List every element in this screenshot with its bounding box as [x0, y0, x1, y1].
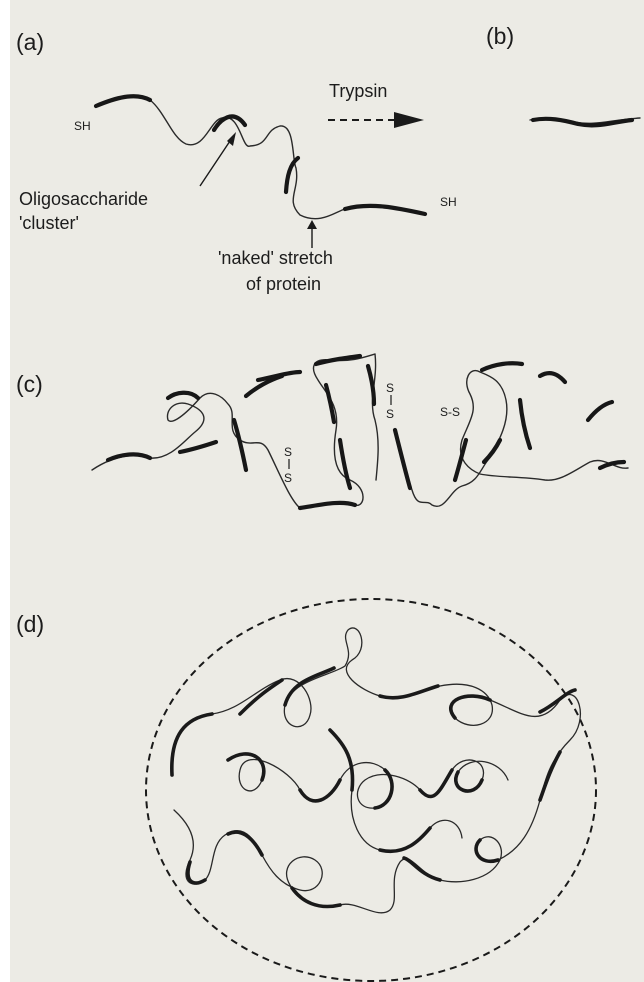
- sh-label-left: SH: [74, 119, 91, 133]
- disulphide-middle-s-bottom: S: [386, 407, 394, 421]
- disulphide-middle-s-top: S: [386, 381, 394, 395]
- disulphide-left-s-top: S: [284, 445, 292, 459]
- disulphide-left-s-bottom: S: [284, 471, 292, 485]
- panel-d-label: (d): [16, 611, 44, 637]
- paper-background: [10, 0, 644, 982]
- naked-stretch-label: 'naked' stretch: [218, 248, 333, 268]
- oligosaccharide-label: Oligosaccharide: [19, 189, 148, 209]
- sh-label-right: SH: [440, 195, 457, 209]
- panel-b-label: (b): [486, 23, 514, 49]
- panel-c-label: (c): [16, 371, 43, 397]
- panel-a-label: (a): [16, 29, 44, 55]
- oligosaccharide-cluster-label: 'cluster': [19, 213, 79, 233]
- disulphide-right-bond: S-S: [440, 405, 460, 419]
- naked-stretch-protein-label: of protein: [246, 274, 321, 294]
- trypsin-label: Trypsin: [329, 81, 387, 101]
